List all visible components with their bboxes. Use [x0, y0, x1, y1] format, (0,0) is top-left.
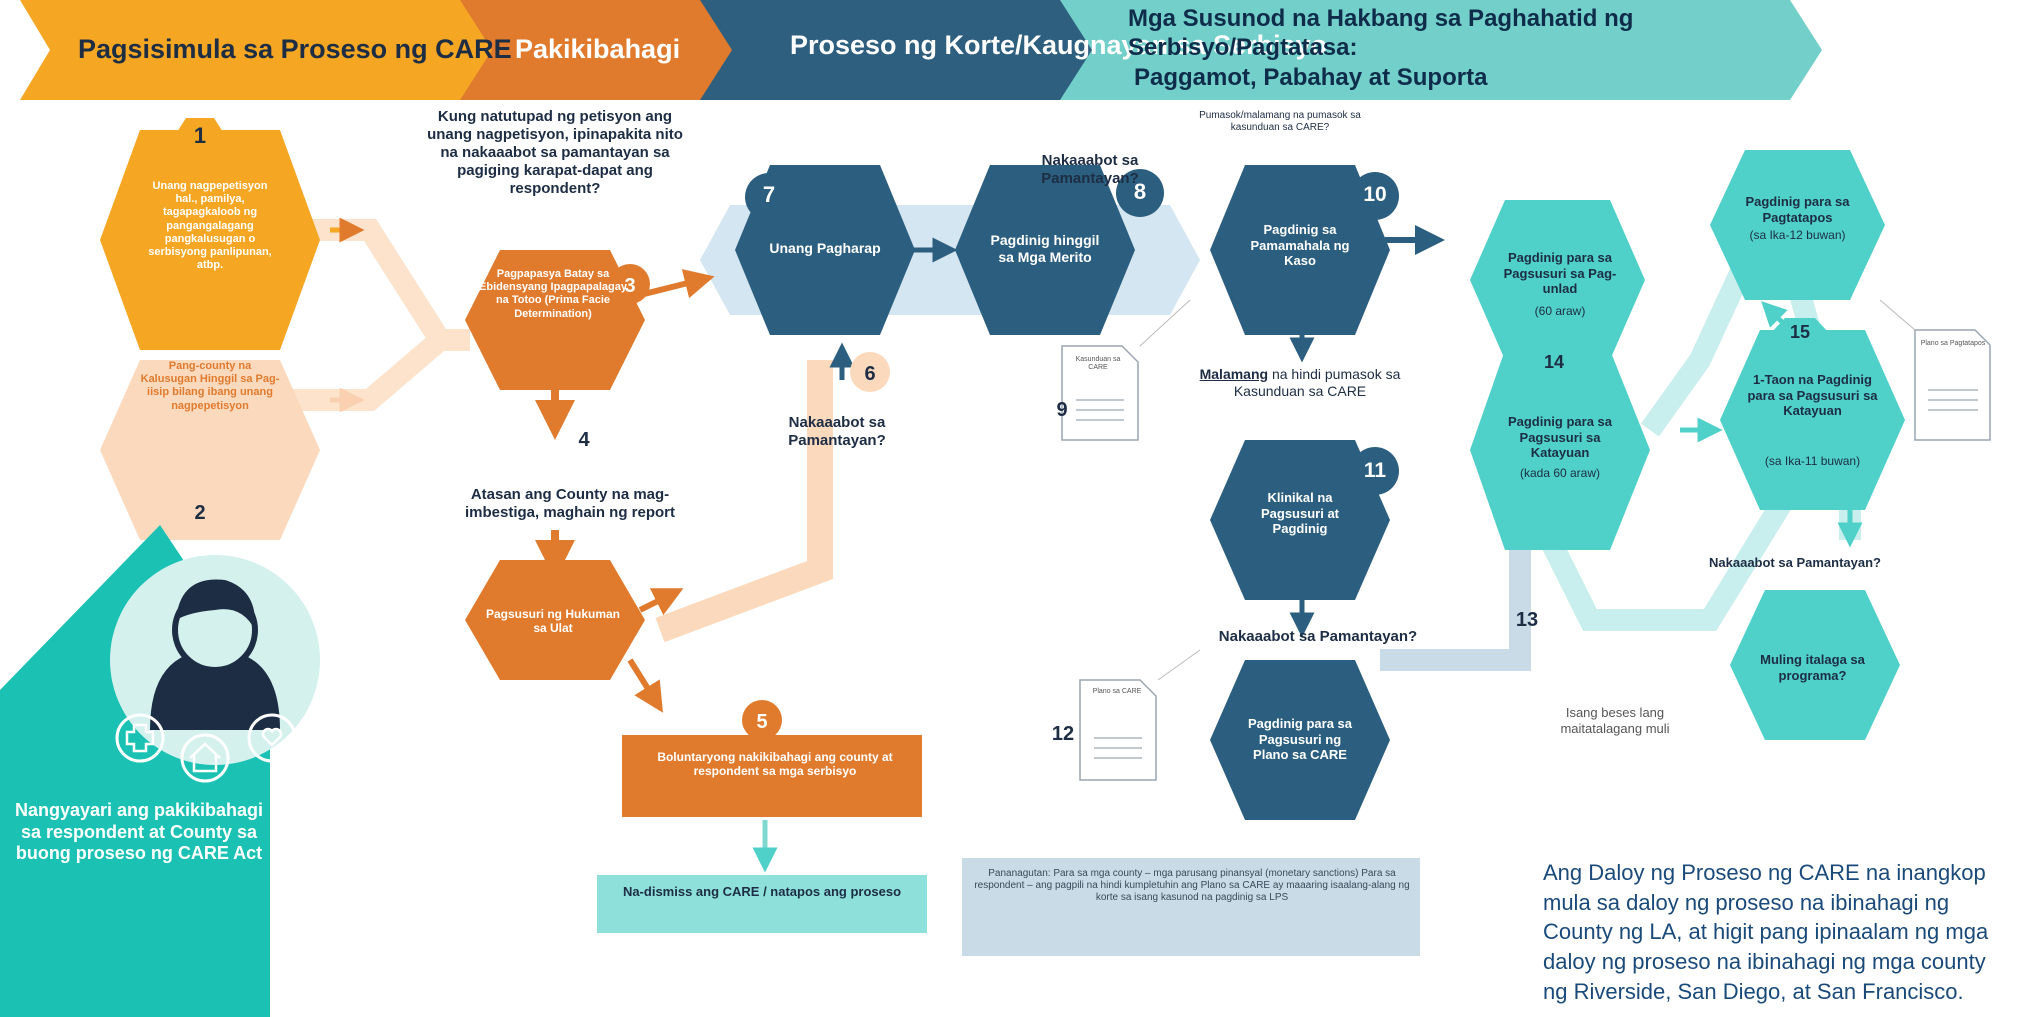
hex-planreview: [1210, 660, 1390, 820]
grad-doc-label: Plano sa Pagtatapos: [1920, 340, 1986, 347]
stage4-label: Mga Susunod na Hakbang sa Paghahatid ng …: [1128, 5, 1634, 91]
n8-text: Pagdinig hinggil sa Mga Merito: [990, 232, 1100, 265]
accountability-box: [962, 858, 1420, 956]
investigate-label: Atasan ang County na mag-imbestiga, magh…: [464, 486, 676, 521]
n10-text: Pagdinig sa Pamamahala ng Kaso: [1250, 222, 1350, 269]
dismissed-label: Na-dismiss ang CARE / natapos ang proses…: [622, 884, 902, 899]
n14-sub: (kada 60 araw): [1519, 466, 1601, 480]
stage3-label: Proseso ng Korte/Kaugnayan sa Serbisyo: [790, 30, 1328, 60]
stage-header: [0, 0, 1822, 100]
grad-text: Pagdinig para sa Pagtatapos: [1745, 194, 1850, 225]
connector-14-reappoint: [1530, 484, 1800, 631]
hex-review: [465, 560, 645, 680]
hex-n11: [1210, 440, 1390, 600]
n7-text: Unang Pagharap: [769, 240, 881, 256]
n5-text: Boluntaryong nakikibahagi ang county at …: [657, 750, 893, 779]
stage1-label: Pagsisimula sa Proseso ng CARE: [78, 34, 512, 64]
badge-n10: [1351, 172, 1399, 220]
n8-number: 8: [1133, 179, 1147, 204]
dev-text: Pagdinig para sa Pagsusuri sa Pag-unlad: [1503, 250, 1617, 297]
once-only-label: Isang beses lang maitatalagang muli: [1560, 705, 1670, 736]
hex-n8: [955, 165, 1135, 335]
hex-reappoint: [1730, 590, 1900, 740]
hex-grad: [1710, 150, 1885, 300]
document-icon: [1879, 299, 1991, 441]
n1-number: 1: [193, 123, 207, 148]
n9-doc-label: Kasunduan sa CARE: [1075, 356, 1121, 372]
medical-cross-icon: [115, 713, 165, 763]
house-icon: [180, 733, 230, 783]
connector-2-3: [270, 329, 470, 411]
voluntary-box: [622, 735, 922, 817]
n2-number: 2: [194, 502, 206, 524]
n6-number: 6: [864, 363, 876, 385]
badge-n5: [742, 700, 782, 740]
n14-text: Pagdinig para sa Pagsusuri sa Katayuan: [1507, 414, 1613, 461]
badge-n6: [850, 352, 890, 392]
meets-std-8: Nakaaabot sa Pamantayan?: [1041, 152, 1139, 187]
footnote: Ang Daloy ng Proseso ng CARE na inangkop…: [1543, 860, 1989, 1004]
question-petition: Kung natutupad ng petisyon ang unang nag…: [427, 108, 683, 197]
n15-text: 1-Taon na Pagdinig para sa Pagsusuri sa …: [1747, 372, 1878, 419]
n12-doc-label: Plano sa CARE: [1092, 688, 1142, 695]
person-icon: [150, 579, 280, 730]
n4-number: 4: [578, 429, 590, 451]
n15-number: 15: [1789, 322, 1811, 342]
badge-n4: [564, 418, 604, 458]
reappoint-text: Muling italaga sa programa?: [1760, 652, 1865, 683]
badge-n15: [1771, 318, 1829, 348]
entered-agreement-q: Pumasok/malamang na pumasok sa kasunduan…: [1199, 110, 1361, 133]
hex-n10: [1210, 165, 1390, 335]
hex-n2: [100, 360, 320, 540]
n2-text: Pang-county na Kalusugan Hinggil sa Pag-…: [140, 360, 280, 412]
n14-number: 14: [1543, 352, 1565, 372]
accountability-label: Pananagutan: Para sa mga county – mga pa…: [974, 868, 1410, 903]
badge-n8: [1116, 169, 1164, 217]
meets-std-15: Nakaaabot sa Pamantayan?: [1709, 555, 1881, 570]
connector-13: [1380, 510, 1531, 671]
meets-std-6: Nakaaabot sa Pamantayan?: [788, 414, 886, 449]
n11-number: 11: [1363, 459, 1387, 482]
engagement-text: Nangyayari ang pakikibahagi sa responden…: [14, 800, 264, 864]
hex-n3: [465, 250, 645, 390]
heart-hands-icon: [247, 713, 297, 763]
stage2-label: Pakikibahagi: [515, 34, 681, 64]
document-icon: [1079, 649, 1201, 781]
meets-std-11: Nakaaabot sa Pamantayan?: [1218, 628, 1418, 645]
n1-text: Unang nagpepetisyon hal., pamilya, tagap…: [148, 180, 272, 272]
dev-sub: (60 araw): [1534, 304, 1586, 318]
n13-number: 13: [1515, 609, 1539, 631]
badge-n2: [172, 500, 228, 540]
n15-sub: (sa Ika-11 buwan): [1764, 454, 1861, 468]
dismissed-box: [597, 875, 927, 933]
n12-number: 12: [1051, 723, 1075, 745]
planreview-text: Pagdinig para sa Pagsusuri ng Plano sa C…: [1247, 716, 1353, 763]
n3-text: Pagpapasya Batay sa Ebidensyang Ipagpapa…: [479, 268, 627, 320]
hex-n14: [1470, 350, 1650, 550]
connector-review-6: [655, 360, 833, 643]
n5-number: 5: [756, 711, 768, 733]
review-text: Pagsusuri ng Hukuman sa Ulat: [485, 607, 621, 636]
likely-not-label: Malamang na hindi pumasok sa Kasunduan s…: [1199, 366, 1401, 399]
badge-n1: [172, 118, 228, 162]
grad-sub: (sa Ika-12 buwan): [1749, 228, 1846, 242]
n11-text: Klinikal na Pagsusuri at Pagdinig: [1260, 490, 1340, 537]
n7-number: 7: [762, 182, 776, 207]
badge-n14: [1526, 348, 1582, 376]
hex-n1: [100, 130, 320, 350]
document-icon: [1061, 299, 1191, 441]
n3-number: 3: [624, 275, 636, 297]
hex-n15: [1720, 330, 1905, 510]
badge-n7: [745, 173, 793, 221]
badge-n11: [1351, 447, 1399, 495]
stage1-arrow: [0, 0, 492, 100]
hex-dev: [1470, 200, 1645, 360]
n10-number: 10: [1363, 183, 1387, 206]
n9-number: 9: [1056, 399, 1068, 421]
badge-n3: [610, 264, 650, 304]
